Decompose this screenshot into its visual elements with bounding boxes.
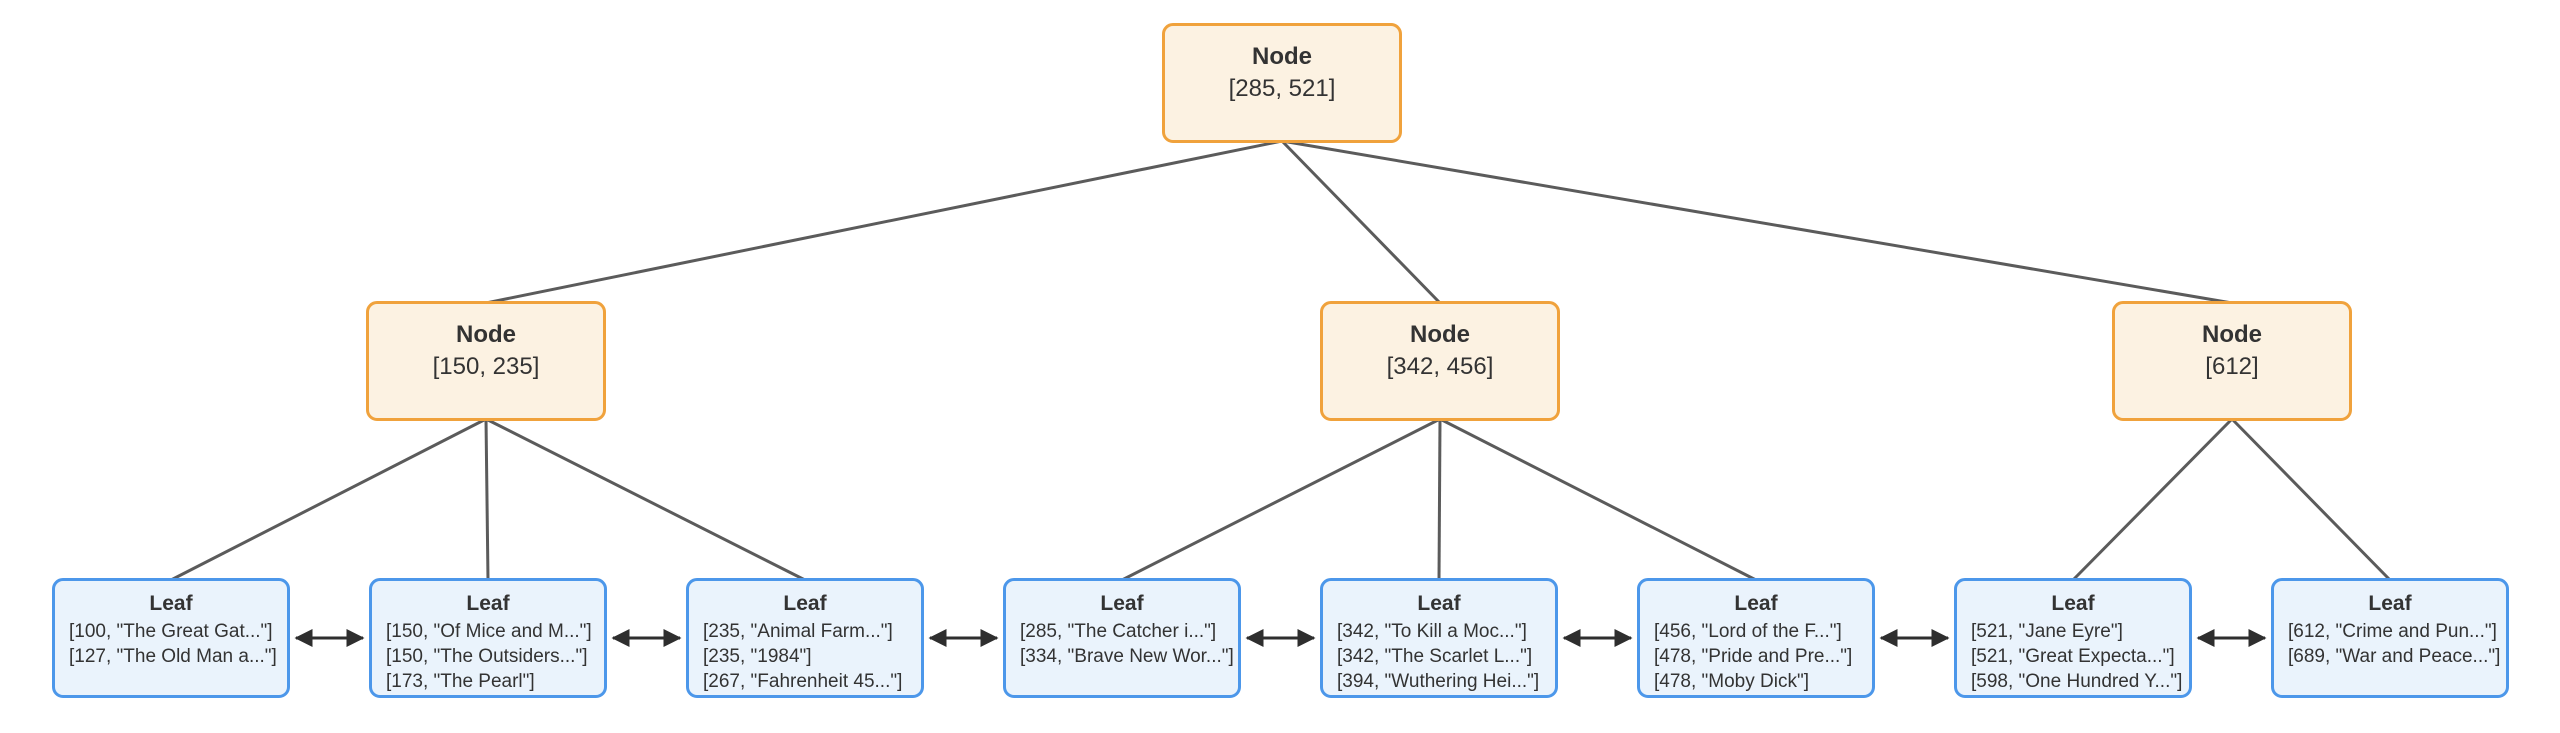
tree-leaf-8: Leaf [612, "Crime and Pun..."] [689, "Wa… [2271,578,2509,698]
edge-node2-leaf6 [1439,417,1757,582]
edge-node3-leaf7 [2071,417,2234,582]
leaf-entry: [150, "Of Mice and M..."] [386,621,592,642]
leaf-entry: [612, "Crime and Pun..."] [2288,621,2497,642]
leaf-entries: [235, "Animal Farm..."] [235, "1984"] [2… [689,619,921,694]
tree-leaf-6: Leaf [456, "Lord of the F..."] [478, "Pr… [1637,578,1875,698]
node-keys: [612] [2205,353,2259,380]
leaf-entries: [150, "Of Mice and M..."] [150, "The Out… [372,619,604,694]
leaf-entries: [100, "The Great Gat..."] [127, "The Old… [55,619,287,669]
leaf-entry: [267, "Fahrenheit 45..."] [703,671,903,692]
edge-node1-leaf2 [484,418,490,581]
leaf-entries: [521, "Jane Eyre"] [521, "Great Expecta.… [1957,619,2189,694]
edge-node3-leaf8 [2230,417,2392,582]
leaf-entry: [394, "Wuthering Hei..."] [1337,671,1540,692]
leaf-title: Leaf [2368,592,2412,615]
node-keys: [285, 521] [1228,75,1336,102]
edge-node2-leaf4 [1121,417,1441,582]
leaf-entry: [689, "War and Peace..."] [2288,646,2501,667]
leaf-entry: [521, "Great Expecta..."] [1971,646,2175,667]
node-title: Node [1410,321,1470,348]
tree-node-3: Node [612] [2112,301,2352,421]
node-keys: [150, 235] [432,353,540,380]
leaf-entries: [285, "The Catcher i..."] [334, "Brave N… [1006,619,1238,669]
leaf-entry: [100, "The Great Gat..."] [69,621,273,642]
leaf-entries: [612, "Crime and Pun..."] [689, "War and… [2274,619,2506,669]
leaf-entry: [334, "Brave New Wor..."] [1020,646,1234,667]
tree-node-1: Node [150, 235] [366,301,606,421]
edge-node1-leaf1 [170,417,487,582]
leaf-title: Leaf [1417,592,1461,615]
edge-root-node2 [1280,139,1442,305]
leaf-entry: [478, "Moby Dick"] [1654,671,1809,692]
edge-node2-leaf5 [1437,418,1442,581]
tree-node-root: Node [285, 521] [1162,23,1402,143]
leaf-entry: [342, "To Kill a Moc..."] [1337,621,1527,642]
leaf-entry: [150, "The Outsiders..."] [386,646,588,667]
leaf-entry: [521, "Jane Eyre"] [1971,621,2123,642]
leaf-entries: [342, "To Kill a Moc..."] [342, "The Sca… [1323,619,1555,694]
leaf-entry: [478, "Pride and Pre..."] [1654,646,1853,667]
leaf-title: Leaf [1734,592,1778,615]
leaf-entry: [456, "Lord of the F..."] [1654,621,1842,642]
node-title: Node [2202,321,2262,348]
node-title: Node [456,321,516,348]
leaf-entry: [235, "Animal Farm..."] [703,621,893,642]
edge-root-node1 [485,139,1283,305]
leaf-title: Leaf [2051,592,2095,615]
parent-child-edges [170,139,2392,582]
edge-root-node3 [1281,139,2233,305]
leaf-title: Leaf [783,592,827,615]
tree-node-2: Node [342, 456] [1320,301,1560,421]
leaf-title: Leaf [149,592,193,615]
leaf-entry: [285, "The Catcher i..."] [1020,621,1217,642]
leaf-entry: [342, "The Scarlet L..."] [1337,646,1533,667]
leaf-entries: [456, "Lord of the F..."] [478, "Pride a… [1640,619,1872,694]
leaf-title: Leaf [466,592,510,615]
leaf-entry: [127, "The Old Man a..."] [69,646,277,667]
node-title: Node [1252,43,1312,70]
edge-node1-leaf3 [485,417,806,582]
tree-leaf-2: Leaf [150, "Of Mice and M..."] [150, "Th… [369,578,607,698]
leaf-entry: [598, "One Hundred Y..."] [1971,671,2183,692]
tree-leaf-4: Leaf [285, "The Catcher i..."] [334, "Br… [1003,578,1241,698]
tree-leaf-7: Leaf [521, "Jane Eyre"] [521, "Great Exp… [1954,578,2192,698]
tree-leaf-1: Leaf [100, "The Great Gat..."] [127, "Th… [52,578,290,698]
node-keys: [342, 456] [1386,353,1494,380]
leaf-entry: [173, "The Pearl"] [386,671,535,692]
tree-leaf-3: Leaf [235, "Animal Farm..."] [235, "1984… [686,578,924,698]
tree-leaf-5: Leaf [342, "To Kill a Moc..."] [342, "Th… [1320,578,1558,698]
leaf-entry: [235, "1984"] [703,646,812,667]
leaf-title: Leaf [1100,592,1144,615]
